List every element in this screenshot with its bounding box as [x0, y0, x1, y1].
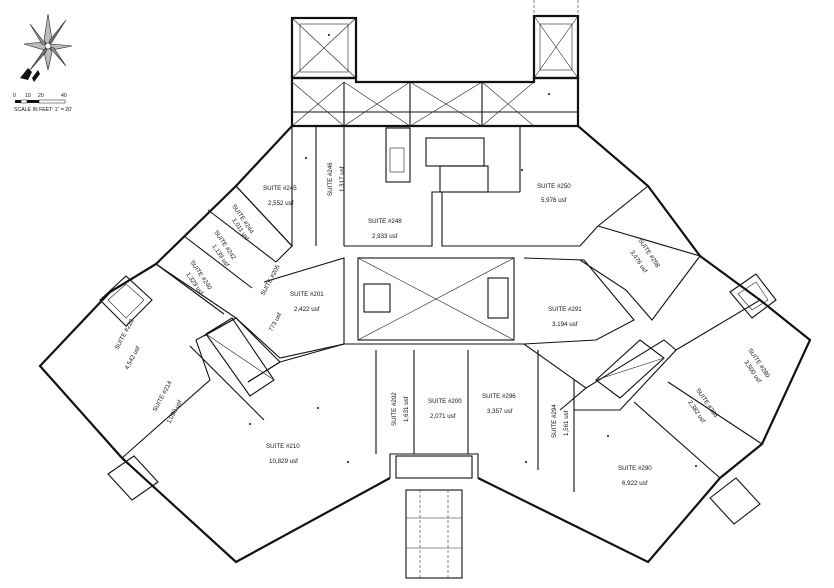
central-core	[235, 257, 635, 359]
compass-icon	[20, 13, 73, 82]
suite-label-290: SUITE #290	[618, 465, 652, 472]
suite-label-248: SUITE #248	[368, 218, 402, 225]
suite-area-210: 10,829 usf	[269, 458, 298, 465]
scale-bar: 0 10 20 40 SCALE IN FEET: 1" = 20'	[13, 93, 72, 113]
suite-label-201: SUITE #201	[290, 291, 324, 298]
exterior-bays	[99, 273, 777, 525]
suite-area-218: 4,542 usf	[124, 345, 142, 371]
scale-tick-40: 40	[61, 93, 67, 99]
scale-tick-0: 0	[13, 93, 16, 99]
suite-area-248: 2,933 usf	[372, 233, 398, 240]
suite-label-200: SUITE #200	[428, 398, 462, 405]
suite-label-250: SUITE #250	[537, 183, 571, 190]
suite-area-245: 2,552 usf	[268, 200, 294, 207]
suite-area-205: 773 usf	[268, 311, 284, 332]
scale-caption: SCALE IN FEET: 1" = 20'	[14, 107, 72, 113]
suite-area-296: 3,357 usf	[487, 408, 513, 415]
suite-label-205: SUITE #205	[260, 263, 282, 297]
suite-area-290: 6,922 usf	[622, 480, 648, 487]
north-wing	[290, 0, 580, 128]
suite-label-296: SUITE #296	[482, 393, 516, 400]
suite-area-202: 1,631 usf	[403, 396, 410, 422]
suite-label-245: SUITE #245	[263, 185, 297, 192]
scale-tick-20: 20	[38, 93, 44, 99]
suite-label-291: SUITE #291	[548, 306, 582, 313]
suite-label-218: SUITE #218	[114, 317, 136, 351]
suite-area-294: 1,561 usf	[563, 410, 570, 436]
suite-label-246: SUITE #246	[327, 162, 334, 196]
scale-tick-10: 10	[25, 93, 31, 99]
lower-suites	[109, 263, 811, 492]
suite-label-210: SUITE #210	[266, 443, 300, 450]
suite-area-291: 3,194 usf	[552, 321, 578, 328]
suite-area-200: 2,071 usf	[430, 413, 456, 420]
column-markers	[249, 34, 697, 467]
suite-area-201: 2,422 usf	[294, 306, 320, 313]
suite-label-214: SUITE #214	[152, 379, 174, 413]
suite-area-246: 1,317 usf	[339, 166, 346, 192]
building-outline	[38, 125, 812, 579]
suite-area-214: 1,090 usf	[166, 399, 184, 425]
suite-label-294: SUITE #294	[551, 404, 558, 438]
upper-suites	[155, 126, 701, 321]
suite-label-202: SUITE #202	[391, 392, 398, 426]
suite-area-250: 5,976 usf	[541, 197, 567, 204]
